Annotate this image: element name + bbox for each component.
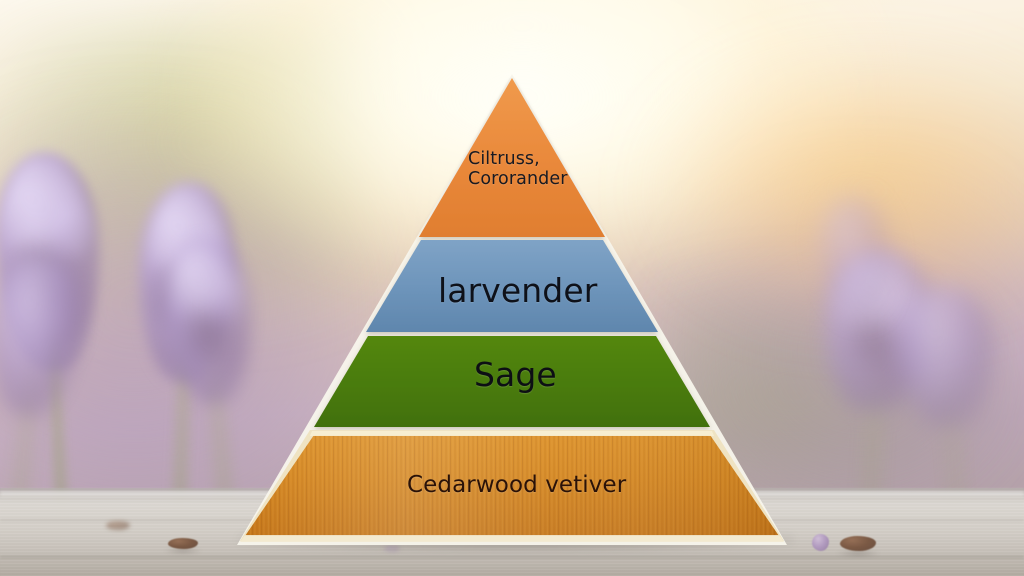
seed-debris xyxy=(840,536,876,551)
debris-shadow xyxy=(164,547,202,555)
tier-upper-middle-shape[interactable] xyxy=(366,240,658,332)
lavender-bud xyxy=(812,534,829,551)
tier-upper-middle-label: larvender xyxy=(438,271,598,310)
seed-debris xyxy=(168,538,198,549)
base-top-edge-highlight xyxy=(310,431,714,436)
tier-base-label: Cedarwood vetiver xyxy=(407,472,627,498)
tier-lower-middle-shape[interactable] xyxy=(314,336,710,427)
seed-debris xyxy=(384,545,400,552)
table-plank-seam xyxy=(0,556,1024,559)
debris-shadow xyxy=(836,549,880,558)
seed-debris xyxy=(106,521,130,530)
base-bottom-edge xyxy=(240,535,784,542)
tier-top-label: Ciltruss, Cororander xyxy=(468,149,568,189)
tier-base-sheen xyxy=(245,435,779,536)
tier-top-shape[interactable] xyxy=(419,78,605,237)
tier-lower-middle-label: Sage xyxy=(474,355,557,394)
